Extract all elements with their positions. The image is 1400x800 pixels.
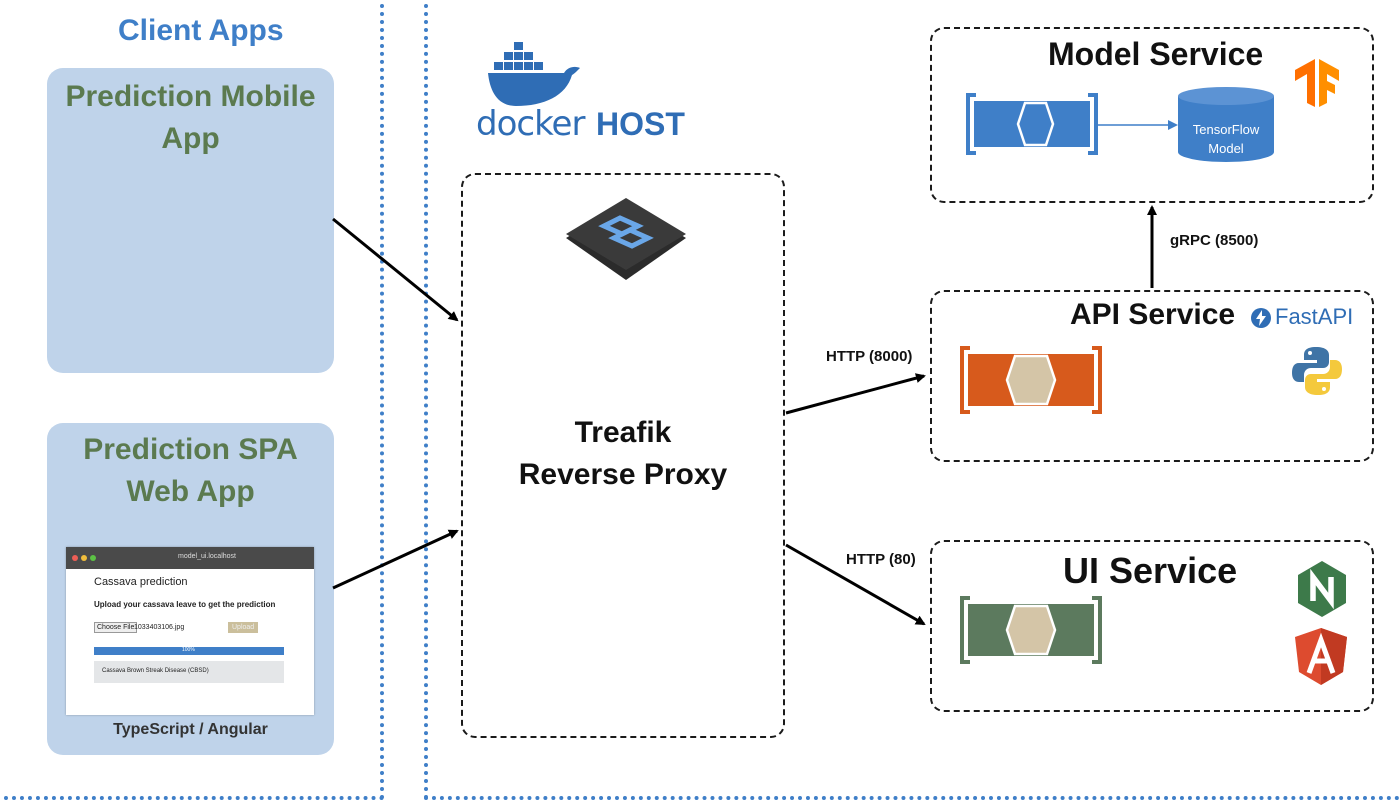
browser-toolbar: model_ui.localhost: [66, 547, 314, 569]
result-text: Cassava Brown Streak Disease (CBSD): [102, 668, 209, 674]
python-logo-icon: [1292, 347, 1342, 395]
mobile-to-proxy-arrow: [332, 217, 459, 322]
client-apps-title: Client Apps: [118, 14, 284, 47]
docker-wordmark: docker: [476, 104, 585, 144]
model-container-icon: [966, 93, 1098, 155]
database-icon: [1178, 87, 1274, 162]
model-service-title: Model Service: [1048, 36, 1264, 72]
browser-dot-yellow: [81, 555, 87, 561]
api-service-box: [930, 290, 1374, 462]
treafik-proxy-box: [461, 173, 785, 738]
http-ui-label: HTTP (80): [846, 551, 916, 568]
screenshot-prompt: Upload your cassava leave to get the pre…: [94, 600, 276, 609]
model-service-box: [930, 27, 1374, 203]
fastapi-label: FastAPI: [1275, 304, 1354, 329]
choose-file-button: Choose File: [94, 622, 138, 633]
tensorflow-logo-icon: [1295, 59, 1339, 107]
browser-dot-green: [90, 555, 96, 561]
api-service-title: API Service: [1070, 298, 1236, 331]
model-to-db-arrow: [1098, 120, 1178, 130]
spa-caption: TypeScript / Angular: [113, 721, 268, 738]
result-box: Cassava Brown Streak Disease (CBSD): [94, 661, 284, 683]
file-name: 1033403106.jpg: [134, 624, 185, 631]
mobile-app-card: Prediction Mobile App: [47, 68, 334, 373]
mobile-app-title-line2: App: [161, 122, 220, 155]
docker-whale-icon: [488, 42, 580, 106]
host-label: HOST: [596, 106, 685, 142]
ui-service-title: UI Service: [1063, 550, 1238, 591]
proxy-to-ui-arrow: [785, 543, 926, 626]
web-app-screenshot: model_ui.localhost Cassava prediction Up…: [66, 547, 314, 715]
browser-url: model_ui.localhost: [178, 553, 236, 560]
proxy-label-line2: Reverse Proxy: [518, 458, 728, 491]
spa-app-card: Prediction SPA Web App model_ui.localhos…: [47, 423, 334, 755]
http-api-label: HTTP (8000): [826, 348, 913, 365]
angular-logo-icon: [1295, 628, 1347, 685]
ui-container-icon: [960, 596, 1102, 664]
api-container-icon: [960, 346, 1102, 414]
db-label-line2: Model: [1208, 141, 1244, 156]
spa-app-title-line2: Web App: [126, 475, 255, 508]
nginx-logo-icon: [1298, 561, 1346, 617]
grpc-label: gRPC (8500): [1170, 232, 1259, 249]
progress-label: 100%: [182, 647, 195, 653]
progress-bar: 100%: [94, 647, 284, 655]
spa-to-proxy-arrow: [332, 529, 459, 590]
spa-app-title-line1: Prediction SPA: [83, 433, 298, 466]
browser-dot-red: [72, 555, 78, 561]
upload-button: Upload: [228, 622, 259, 633]
db-label-line1: TensorFlow: [1192, 122, 1260, 137]
proxy-to-api-arrow: [785, 373, 926, 415]
screenshot-heading: Cassava prediction: [94, 576, 188, 588]
ui-service-box: [930, 540, 1374, 712]
proxy-label-line1: Treafik: [574, 416, 672, 449]
mobile-app-title-line1: Prediction Mobile: [65, 80, 316, 113]
traefik-logo-icon: [566, 198, 686, 280]
fastapi-logo-icon: [1251, 308, 1271, 328]
